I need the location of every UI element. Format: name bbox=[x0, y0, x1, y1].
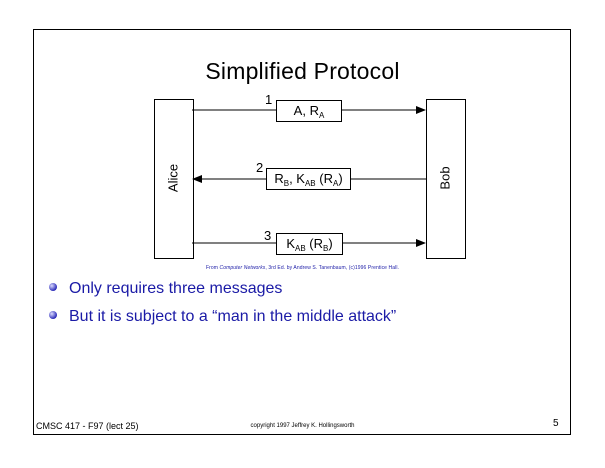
footer-copyright: copyright 1997 Jeffrey K. Hollingsworth bbox=[250, 423, 355, 429]
message-box-2: RB, KAB (RA) bbox=[266, 168, 351, 190]
message-1-sub-a: A bbox=[318, 111, 325, 120]
message-2-part: ) bbox=[338, 171, 343, 186]
message-2-part: R bbox=[274, 171, 284, 186]
credit-suffix: , 3rd Ed. by Andrew S. Tanenbaum, (c)199… bbox=[265, 265, 400, 271]
bullet-dot-icon bbox=[49, 311, 57, 319]
bullet-item: But it is subject to a “man in the middl… bbox=[49, 308, 396, 326]
message-3-part: (R bbox=[305, 236, 323, 251]
footer-course-label: CMSC 417 - F97 (lect 25) bbox=[36, 421, 139, 431]
message-1-text: A, R bbox=[293, 103, 319, 118]
credit-book-title: Computer Networks bbox=[219, 265, 266, 271]
page-number: 5 bbox=[553, 418, 559, 429]
source-credit: From Computer Networks, 3rd Ed. by Andre… bbox=[0, 265, 605, 271]
bullet-text: But it is subject to a “man in the middl… bbox=[69, 308, 397, 325]
credit-prefix: From bbox=[205, 265, 220, 271]
message-2-part: , K bbox=[289, 171, 305, 186]
message-3-part: K bbox=[286, 236, 295, 251]
bullet-text: Only requires three messages bbox=[69, 280, 283, 297]
message-2-sub: A bbox=[332, 179, 339, 188]
message-box-3: KAB (RB) bbox=[276, 233, 343, 255]
message-3-sub: AB bbox=[294, 244, 306, 253]
message-2-part: (R bbox=[315, 171, 333, 186]
alice-box bbox=[154, 99, 194, 259]
message-2-sub: B bbox=[283, 179, 290, 188]
message-2-sub: AB bbox=[304, 179, 316, 188]
step-number-2: 2 bbox=[256, 160, 264, 175]
message-3-sub: B bbox=[323, 244, 329, 253]
slide-title: Simplified Protocol bbox=[205, 58, 400, 84]
bob-box bbox=[426, 99, 466, 259]
bullet-item: Only requires three messages bbox=[49, 280, 282, 298]
step-number-3: 3 bbox=[264, 228, 272, 243]
step-number-1: 1 bbox=[265, 92, 273, 107]
message-box-1: A, RA bbox=[276, 100, 342, 122]
slide-frame bbox=[33, 29, 571, 435]
bullet-dot-icon bbox=[49, 283, 57, 291]
message-3-part: ) bbox=[328, 236, 333, 251]
